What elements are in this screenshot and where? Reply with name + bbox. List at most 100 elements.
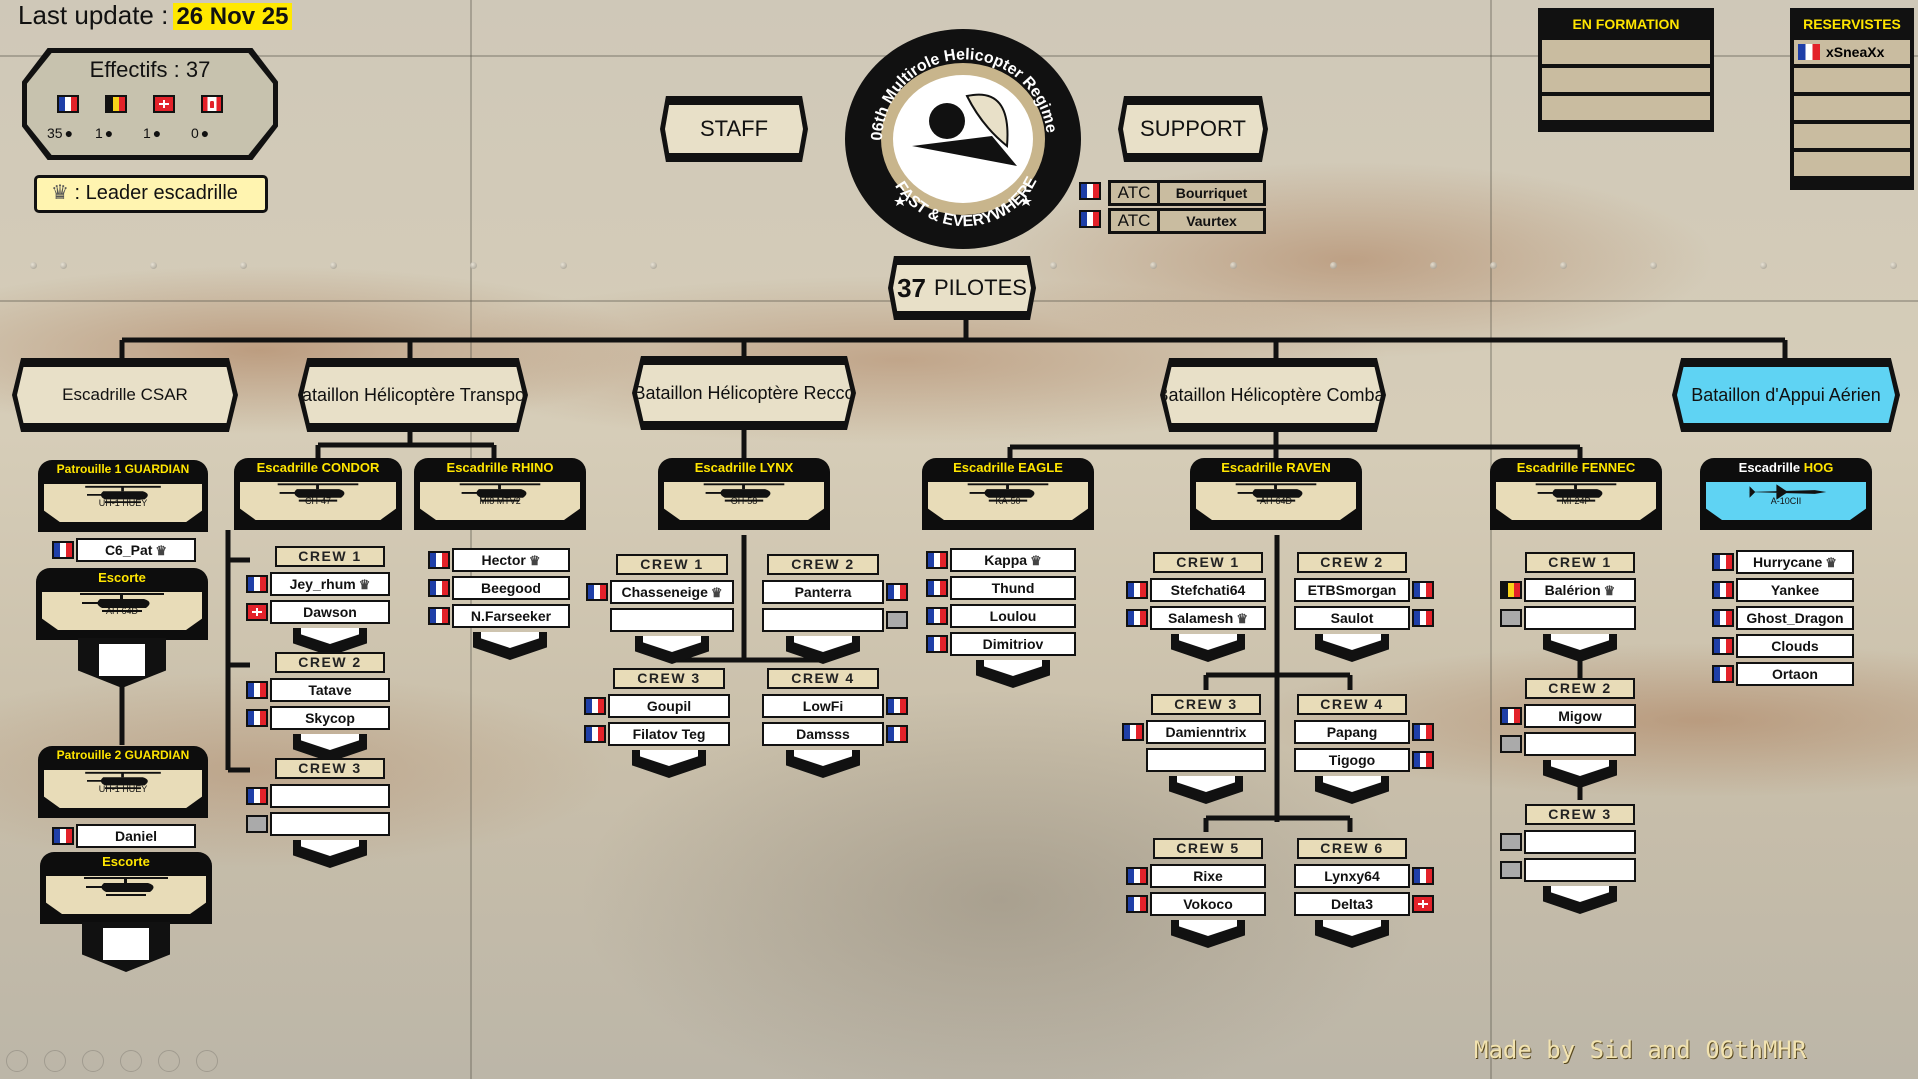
reserviste-slot[interactable] bbox=[1794, 96, 1910, 120]
pilot-slot[interactable] bbox=[1146, 748, 1266, 772]
pilot-name[interactable]: Salamesh♛ bbox=[1152, 608, 1264, 628]
pilot-name[interactable]: Dawson bbox=[272, 602, 388, 622]
pilot-slot[interactable]: Daniel bbox=[76, 824, 196, 848]
pilot-name[interactable] bbox=[272, 786, 388, 806]
pilot-name[interactable]: Damsss bbox=[764, 724, 882, 744]
pilot-slot[interactable] bbox=[1524, 732, 1636, 756]
pilot-name[interactable]: Hector♛ bbox=[454, 550, 568, 570]
battalion-combat[interactable]: Bataillon Hélicoptère Combat bbox=[1160, 358, 1386, 432]
battalion-recco[interactable]: Bataillon Hélicoptère Recco bbox=[632, 356, 856, 430]
pilot-slot[interactable]: Thund bbox=[950, 576, 1076, 600]
pilot-name[interactable]: Skycop bbox=[272, 708, 388, 728]
pilot-name[interactable] bbox=[1526, 608, 1634, 628]
pilot-name[interactable]: Kappa♛ bbox=[952, 550, 1074, 570]
pilot-slot[interactable]: Skycop bbox=[270, 706, 390, 730]
reserviste-slot[interactable]: xSneaXx bbox=[1794, 40, 1910, 64]
pilot-name[interactable] bbox=[272, 814, 388, 834]
pilot-slot[interactable]: Tigogo bbox=[1294, 748, 1410, 772]
pilot-name[interactable] bbox=[1148, 750, 1264, 770]
pilot-name[interactable]: Dimitriov bbox=[952, 634, 1074, 654]
pilot-name[interactable]: Ghost_Dragon bbox=[1738, 608, 1852, 628]
pilot-slot[interactable]: Clouds bbox=[1736, 634, 1854, 658]
pilot-slot[interactable]: Lynxy64 bbox=[1294, 864, 1410, 888]
reserviste-slot[interactable] bbox=[1794, 68, 1910, 92]
pilot-name[interactable] bbox=[612, 610, 732, 630]
pilot-slot[interactable] bbox=[1524, 858, 1636, 882]
pilot-slot[interactable] bbox=[270, 784, 390, 808]
pilot-slot[interactable]: Tatave bbox=[270, 678, 390, 702]
pilot-slot[interactable]: Vokoco bbox=[1150, 892, 1266, 916]
pilot-slot[interactable]: Stefchati64 bbox=[1150, 578, 1266, 602]
pilot-slot[interactable]: Saulot bbox=[1294, 606, 1410, 630]
pilot-name[interactable]: Jey_rhum♛ bbox=[272, 574, 388, 594]
escort-box[interactable]: Escorte bbox=[40, 852, 212, 924]
next-slide-icon[interactable] bbox=[44, 1050, 66, 1072]
pilot-slot[interactable] bbox=[762, 608, 884, 632]
pilot-slot[interactable]: Damienntrix bbox=[1146, 720, 1266, 744]
pilot-name[interactable]: Tatave bbox=[272, 680, 388, 700]
en-formation-slot[interactable] bbox=[1542, 40, 1710, 64]
pilot-name[interactable]: N.Farseeker bbox=[454, 606, 568, 626]
pilot-name[interactable]: Saulot bbox=[1296, 608, 1408, 628]
pilot-name[interactable] bbox=[1526, 832, 1634, 852]
pilot-slot[interactable]: Jey_rhum♛ bbox=[270, 572, 390, 596]
pilot-name[interactable]: LowFi bbox=[764, 696, 882, 716]
pen-icon[interactable] bbox=[82, 1050, 104, 1072]
zoom-icon[interactable] bbox=[158, 1050, 180, 1072]
pilot-name[interactable]: Panterra bbox=[764, 582, 882, 602]
pilot-slot[interactable] bbox=[270, 812, 390, 836]
pilot-slot[interactable]: Yankee bbox=[1736, 578, 1854, 602]
prev-slide-icon[interactable] bbox=[6, 1050, 28, 1072]
pilot-slot[interactable] bbox=[1524, 606, 1636, 630]
reserviste-slot[interactable] bbox=[1794, 124, 1910, 148]
staff-box[interactable]: STAFF bbox=[660, 96, 808, 162]
pilot-name[interactable]: Yankee bbox=[1738, 580, 1852, 600]
pilot-slot[interactable]: Migow bbox=[1524, 704, 1636, 728]
battalion-appui[interactable]: Bataillon d'Appui Aérien bbox=[1672, 358, 1900, 432]
pilot-slot[interactable]: Chasseneige♛ bbox=[610, 580, 734, 604]
pilot-slot[interactable] bbox=[1524, 830, 1636, 854]
pilot-name[interactable]: Beegood bbox=[454, 578, 568, 598]
pilot-name[interactable]: Thund bbox=[952, 578, 1074, 598]
pilot-name[interactable]: ETBSmorgan bbox=[1296, 580, 1408, 600]
pilot-name[interactable]: Balérion♛ bbox=[1526, 580, 1634, 600]
pilot-slot[interactable]: Papang bbox=[1294, 720, 1410, 744]
pilot-name[interactable]: Clouds bbox=[1738, 636, 1852, 656]
pilot-name[interactable]: Damienntrix bbox=[1148, 722, 1264, 742]
reserviste-slot[interactable] bbox=[1794, 152, 1910, 176]
pilot-slot[interactable]: LowFi bbox=[762, 694, 884, 718]
pilot-name[interactable]: Daniel bbox=[78, 826, 194, 846]
pilot-slot[interactable]: Ghost_Dragon bbox=[1736, 606, 1854, 630]
pilot-slot[interactable]: Rixe bbox=[1150, 864, 1266, 888]
pilot-name[interactable]: Delta3 bbox=[1296, 894, 1408, 914]
pilot-name[interactable]: Hurrycane♛ bbox=[1738, 552, 1852, 572]
pilot-slot[interactable]: Hurrycane♛ bbox=[1736, 550, 1854, 574]
pilot-name[interactable]: Rixe bbox=[1152, 866, 1264, 886]
pilot-slot[interactable]: Balérion♛ bbox=[1524, 578, 1636, 602]
en-formation-slot[interactable] bbox=[1542, 96, 1710, 120]
pilot-slot[interactable]: ETBSmorgan bbox=[1294, 578, 1410, 602]
pilot-name[interactable]: Migow bbox=[1526, 706, 1634, 726]
pilot-name[interactable]: Loulou bbox=[952, 606, 1074, 626]
pilot-name[interactable]: Stefchati64 bbox=[1152, 580, 1264, 600]
pilot-name[interactable] bbox=[1526, 734, 1634, 754]
pilot-name[interactable] bbox=[764, 610, 882, 630]
pilot-slot[interactable]: Delta3 bbox=[1294, 892, 1410, 916]
pilot-slot[interactable]: Goupil bbox=[608, 694, 730, 718]
pilot-slot[interactable]: N.Farseeker bbox=[452, 604, 570, 628]
pilot-name[interactable]: C6_Pat♛ bbox=[78, 540, 194, 560]
pilot-slot[interactable]: Dawson bbox=[270, 600, 390, 624]
pilot-slot[interactable]: C6_Pat♛ bbox=[76, 538, 196, 562]
pilot-name[interactable]: Goupil bbox=[610, 696, 728, 716]
pilot-slot[interactable]: Salamesh♛ bbox=[1150, 606, 1266, 630]
battalion-transport[interactable]: Bataillon Hélicoptère Transport bbox=[298, 358, 528, 432]
